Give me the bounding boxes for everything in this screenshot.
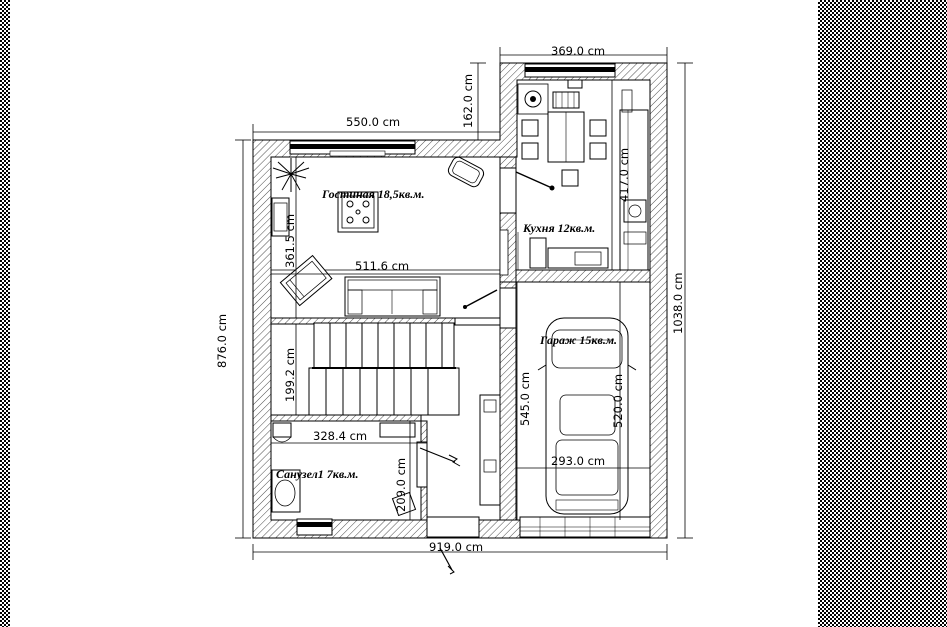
dim-left-height: 876.0 cm <box>215 314 229 368</box>
dim-hall-height: 545.0 cm <box>518 372 532 426</box>
hall-furniture <box>454 317 501 506</box>
dim-living-height: 361.5 cm <box>283 214 297 268</box>
staircase <box>308 322 460 416</box>
dim-bath-height: 209.0 cm <box>394 458 408 512</box>
dim-stair-height: 199.2 cm <box>283 348 297 402</box>
dim-bottom-width: 919.0 cm <box>429 540 483 554</box>
car <box>537 317 637 515</box>
room-label-living: Гостиная 18,5кв.м. <box>321 187 424 201</box>
living-furniture <box>271 156 485 317</box>
dim-top-garage-width: 369.0 cm <box>551 44 605 58</box>
openings <box>289 63 651 575</box>
dim-step-height: 162.0 cm <box>461 74 475 128</box>
dim-living-width: 511.6 cm <box>355 259 409 273</box>
room-label-bathroom: Санузел1 7кв.м. <box>276 467 358 481</box>
dimension-lines <box>235 47 693 560</box>
dim-top-living-width: 550.0 cm <box>346 115 400 129</box>
kitchen-furniture <box>517 79 649 271</box>
dim-garage-inner-height: 520.0 cm <box>611 374 625 428</box>
room-label-kitchen: Кухня 12кв.м. <box>522 221 595 235</box>
room-label-garage: Гараж 15кв.м. <box>539 333 617 347</box>
dim-kitchen-height: 417.0 cm <box>617 148 631 202</box>
right-frame-strip <box>818 0 947 627</box>
dim-right-height: 1038.0 cm <box>671 273 685 334</box>
left-frame-strip <box>0 0 10 627</box>
dim-bath-width: 328.4 cm <box>313 429 367 443</box>
dim-garage-inner-width: 293.0 cm <box>551 454 605 468</box>
